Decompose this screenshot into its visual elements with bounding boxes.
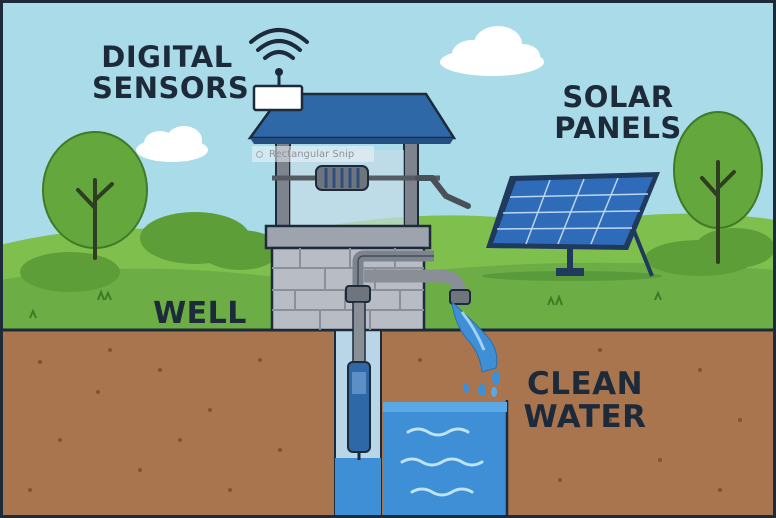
- label-clean-water: CLEAN WATER: [520, 366, 650, 436]
- label-well: WELL: [150, 296, 250, 331]
- tree-left: [42, 131, 148, 260]
- water-tank: [383, 400, 509, 518]
- label-solar-panels-line1: SOLAR: [562, 80, 674, 114]
- bushes-left: [20, 212, 280, 292]
- snip-overlay: Rectangular Snip: [252, 146, 374, 162]
- label-digital-sensors-line1: DIGITAL: [101, 40, 233, 74]
- cloud-right: [440, 26, 544, 76]
- soil-specks: [28, 348, 742, 492]
- tree-right: [673, 111, 763, 264]
- digital-sensor: [252, 68, 304, 112]
- label-solar-panels: SOLAR PANELS: [548, 80, 688, 146]
- pipes: [345, 250, 471, 460]
- cloud-left: [136, 126, 208, 162]
- bushes-right: [645, 228, 775, 276]
- label-digital-sensors: DIGITAL SENSORS: [92, 40, 250, 106]
- label-well-text: WELL: [153, 296, 247, 331]
- label-clean-water-line2: WATER: [523, 399, 647, 436]
- snip-overlay-text: Rectangular Snip: [269, 148, 355, 160]
- water-stream: [451, 300, 500, 397]
- label-solar-panels-line2: PANELS: [554, 111, 682, 146]
- wifi-signal-icon: [249, 28, 309, 60]
- label-clean-water-line1: CLEAN: [526, 366, 644, 402]
- solar-panel: [482, 172, 662, 281]
- record-icon: [256, 150, 263, 158]
- label-digital-sensors-line2: SENSORS: [92, 71, 250, 106]
